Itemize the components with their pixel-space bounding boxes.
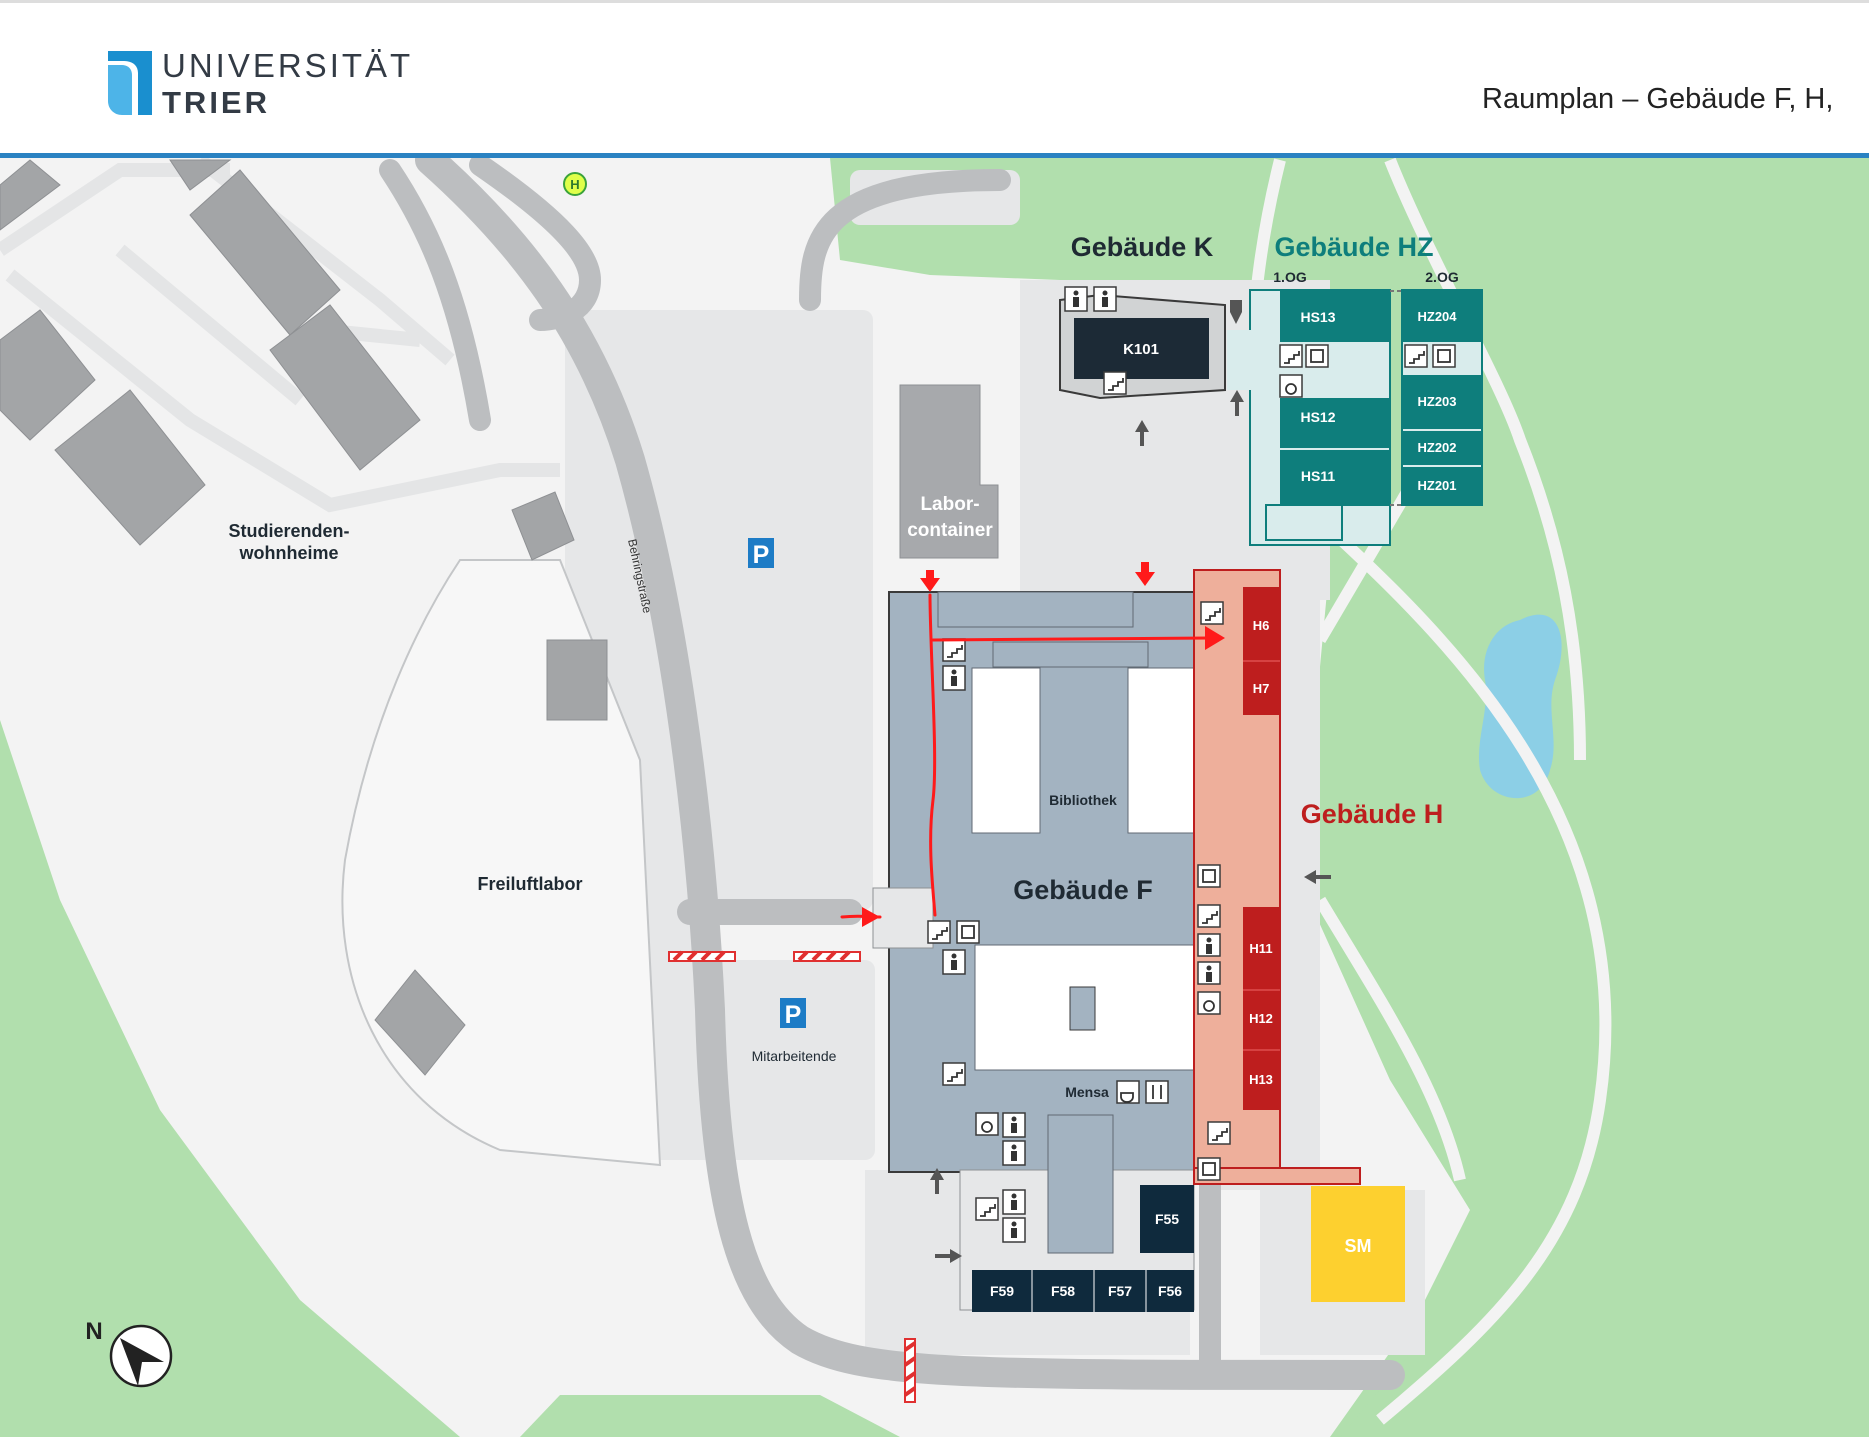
university-logo-icon (108, 51, 152, 115)
hz-floor-2og: 2.OG (1425, 269, 1459, 285)
stairs-icon (942, 1062, 966, 1086)
wheelchair-icon (1197, 991, 1221, 1015)
elevator-icon (1432, 344, 1456, 368)
stairs-icon (927, 920, 951, 944)
room-f55: F55 (1155, 1211, 1179, 1227)
bus-stop-icon: H (563, 172, 587, 196)
building-hz: HS13 HS12 HS11 HZ204 HZ203 HZ202 HZ201 G… (1227, 232, 1483, 546)
stairs-icon (1200, 601, 1224, 625)
student-residences (0, 159, 608, 1076)
logo-university-text: UNIVERSITÄT (162, 47, 414, 84)
wheelchair-icon (1279, 374, 1303, 398)
stairs-icon (1207, 1121, 1231, 1145)
restaurant-icon (1145, 1080, 1169, 1104)
header-divider (0, 153, 1869, 158)
building-sm: SM (1311, 1186, 1405, 1302)
campus-map[interactable]: Labor- container K101 Gebäude K HS13 HS1… (0, 158, 1869, 1437)
logo-trier-text: TRIER (162, 85, 270, 120)
labor-container-label-1: Labor- (920, 494, 979, 515)
entrance-arrows (930, 300, 1331, 1263)
room-h12: H12 (1249, 1011, 1273, 1026)
north-label: N (85, 1318, 102, 1345)
hz-floor-1og: 1.OG (1273, 269, 1307, 285)
facility-icons (927, 286, 1456, 1243)
elevator-icon (956, 920, 980, 944)
stairs-icon (1197, 904, 1221, 928)
labor-container: Labor- container (899, 384, 999, 559)
room-h7: H7 (1253, 681, 1270, 696)
stairs-icon (1103, 371, 1127, 395)
mitarbeitende-label: Mitarbeitende (752, 1048, 837, 1064)
page-title: Raumplan – Gebäude F, H, (1482, 83, 1834, 115)
room-k101: K101 (1123, 341, 1159, 358)
room-hz201: HZ201 (1417, 478, 1456, 493)
elevator-icon (1197, 864, 1221, 888)
stairs-icon (942, 638, 966, 662)
lake (1478, 614, 1562, 799)
stairs-icon (1404, 344, 1428, 368)
building-f-label: Gebäude F (1013, 875, 1153, 905)
building-k: K101 Gebäude K (1059, 232, 1226, 400)
room-h6: H6 (1253, 618, 1270, 633)
labor-container-label-2: container (907, 520, 993, 541)
room-h11: H11 (1249, 941, 1272, 956)
elevator-icon (1197, 1157, 1221, 1181)
room-f58: F58 (1051, 1283, 1075, 1299)
room-h13: H13 (1249, 1072, 1273, 1087)
page-header: UNIVERSITÄT TRIER Raumplan – Gebäude F, … (0, 0, 1869, 157)
stairs-icon (1279, 344, 1303, 368)
green-areas (0, 158, 1869, 1437)
room-hs12: HS12 (1300, 409, 1335, 425)
mensa-label: Mensa (1065, 1084, 1109, 1100)
room-hz204: HZ204 (1417, 309, 1457, 324)
room-f59: F59 (990, 1283, 1014, 1299)
freiluftlabor-label: Freiluftlabor (477, 874, 582, 894)
elevator-icon (1305, 344, 1329, 368)
building-h-label: Gebäude H (1301, 799, 1444, 829)
room-hz202: HZ202 (1417, 440, 1456, 455)
bibliothek-label: Bibliothek (1049, 792, 1117, 808)
studierenden-label-2: wohnheime (238, 543, 338, 563)
room-f56: F56 (1158, 1283, 1182, 1299)
stairs-icon (975, 1197, 999, 1221)
wheelchair-icon (975, 1112, 999, 1136)
route-arrows (862, 562, 1225, 927)
room-hz203: HZ203 (1417, 394, 1456, 409)
north-compass-icon: N (85, 1318, 173, 1388)
building-hz-label: Gebäude HZ (1274, 232, 1433, 262)
cafe-icon (1116, 1080, 1140, 1104)
building-k-label: Gebäude K (1071, 232, 1214, 262)
svg-text:P: P (753, 541, 770, 569)
svg-text:H: H (570, 177, 579, 192)
room-hs11: HS11 (1301, 468, 1335, 484)
room-f57: F57 (1108, 1283, 1132, 1299)
studierenden-label-1: Studierenden- (228, 521, 349, 541)
building-f: F55 F59 F58 F57 F56 Bibliothek Gebäude F… (872, 591, 1195, 1312)
parking-sign-staff: P (780, 998, 806, 1029)
sm-label: SM (1345, 1236, 1372, 1256)
room-hs13: HS13 (1300, 309, 1335, 325)
svg-text:P: P (785, 1001, 802, 1029)
barriers (668, 950, 917, 1403)
parking-sign-main: P (748, 538, 774, 569)
